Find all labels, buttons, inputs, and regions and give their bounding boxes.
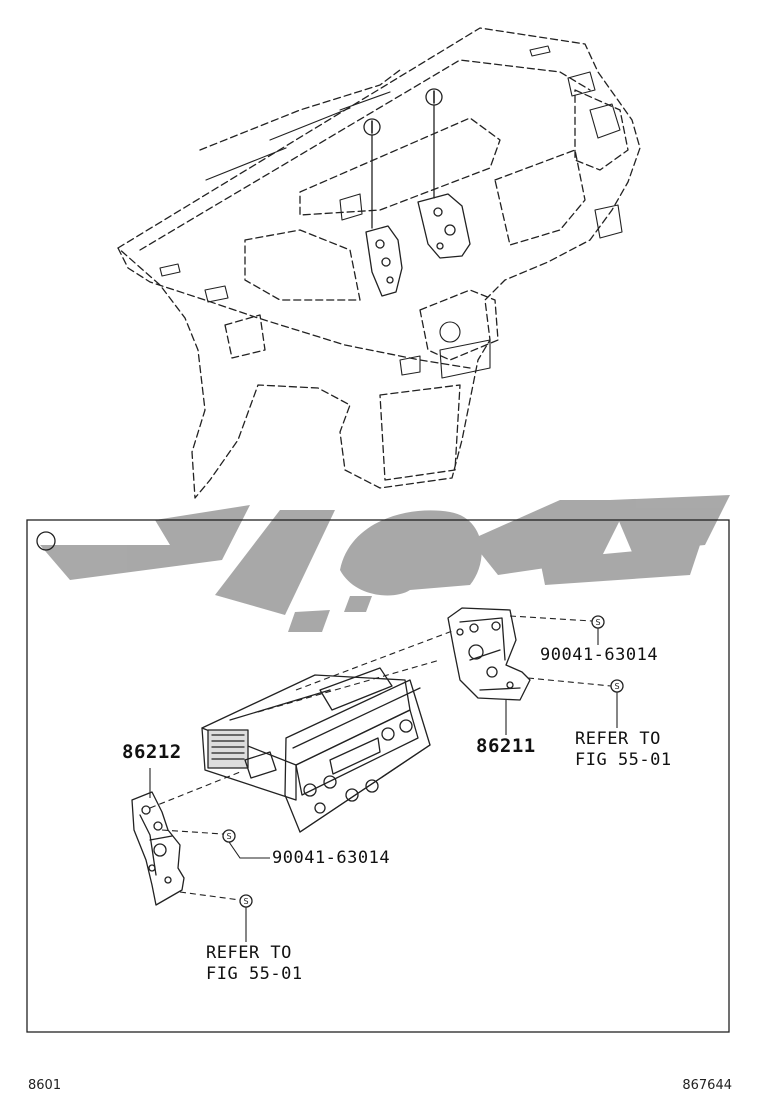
dashboard-bracket-right — [417, 193, 471, 259]
dashed-link-3 — [509, 615, 593, 622]
reference-right-line1: REFER TO — [575, 729, 661, 749]
dashed-link-1 — [295, 629, 456, 691]
dashboard-overview — [117, 27, 641, 499]
reference-note-left[interactable]: REFER TO FIG 55-01 — [206, 943, 303, 985]
footer-left-code: 8601 — [28, 1078, 62, 1093]
reference-left-line2: FIG 55-01 — [206, 964, 303, 984]
svg-text:S: S — [226, 832, 231, 841]
leader-screw-left-mid — [228, 841, 270, 859]
overview-callout-right — [425, 88, 443, 199]
part-number-86211[interactable]: 86211 — [476, 735, 536, 757]
bracket-86212 — [131, 791, 185, 906]
dashed-link-6 — [161, 829, 224, 835]
frame-callout-circle — [36, 531, 56, 551]
svg-text:S: S — [595, 618, 600, 627]
svg-text:S: S — [614, 682, 619, 691]
reference-left-line1: REFER TO — [206, 943, 292, 963]
dashboard-details — [159, 45, 623, 379]
bracket-86211 — [447, 607, 531, 701]
dashed-link-7 — [179, 891, 241, 901]
dashboard-bracket-left — [365, 225, 403, 297]
screw-label-left[interactable]: 90041-63014 — [272, 848, 391, 868]
reference-right-line2: FIG 55-01 — [575, 750, 672, 770]
dashed-link-5 — [149, 771, 241, 809]
detail-frame — [26, 519, 730, 1033]
dashed-link-4 — [527, 677, 612, 687]
screw-label-right[interactable]: 90041-63014 — [540, 645, 659, 665]
dashed-link-2 — [257, 659, 441, 713]
part-number-86212[interactable]: 86212 — [122, 741, 182, 763]
watermark-logo — [40, 495, 730, 632]
overview-callout-left — [363, 118, 381, 229]
reference-note-right[interactable]: REFER TO FIG 55-01 — [575, 729, 672, 771]
svg-text:S: S — [243, 897, 248, 906]
head-unit — [201, 667, 431, 833]
footer-right-code: 867644 — [682, 1078, 732, 1093]
